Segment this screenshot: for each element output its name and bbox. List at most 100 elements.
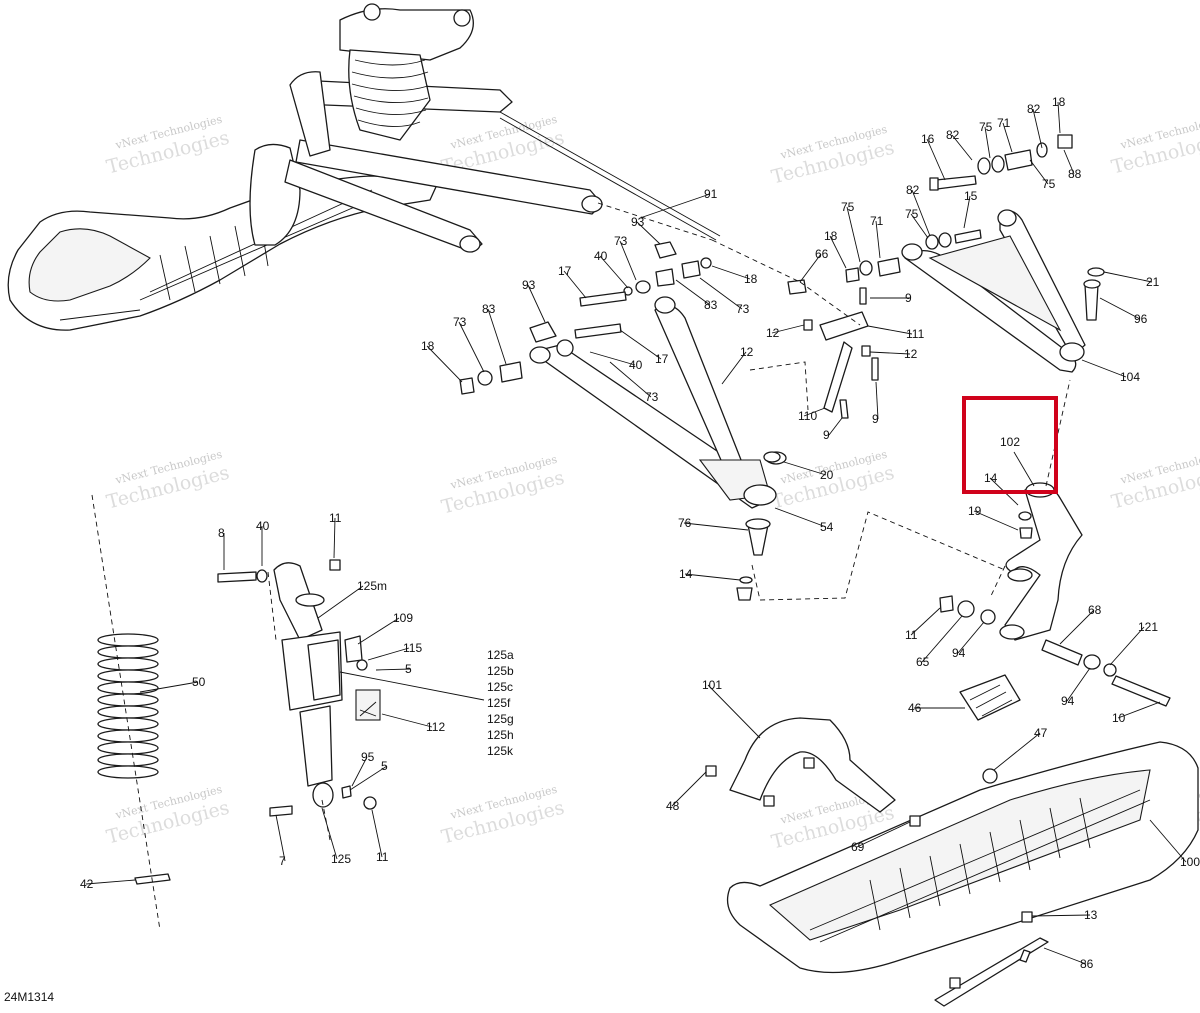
callout-75a[interactable]: 75 — [979, 120, 993, 134]
callout-10[interactable]: 10 — [1112, 711, 1126, 725]
shock-kit-item-125k[interactable]: 125k — [487, 744, 514, 758]
callout-50[interactable]: 50 — [192, 675, 206, 689]
callout-73a[interactable]: 73 — [614, 234, 628, 248]
callout-20[interactable]: 20 — [820, 468, 834, 482]
callout-7[interactable]: 7 — [279, 854, 286, 868]
callout-69[interactable]: 69 — [851, 840, 865, 854]
callout-12c[interactable]: 12 — [740, 345, 754, 359]
spring-coil — [97, 657, 159, 671]
leader-82b — [1032, 108, 1043, 149]
callout-14a[interactable]: 14 — [984, 471, 998, 485]
callout-40c[interactable]: 40 — [256, 519, 270, 533]
callout-82a[interactable]: 82 — [946, 128, 960, 142]
callout-76[interactable]: 76 — [678, 516, 692, 530]
leader-14b — [684, 573, 741, 581]
callout-75b[interactable]: 75 — [1042, 177, 1056, 191]
callout-125[interactable]: 125 — [331, 852, 351, 866]
leader-121 — [1109, 626, 1145, 666]
callout-73b[interactable]: 73 — [736, 302, 750, 316]
leader-50 — [139, 681, 199, 693]
callout-5a[interactable]: 5 — [405, 662, 412, 676]
callout-18c[interactable]: 18 — [744, 272, 758, 286]
callout-111[interactable]: 111 — [906, 327, 925, 341]
callout-14b[interactable]: 14 — [679, 567, 693, 581]
callout-121[interactable]: 121 — [1138, 620, 1158, 634]
callout-9a[interactable]: 9 — [905, 291, 912, 305]
callout-17b[interactable]: 17 — [655, 352, 669, 366]
callout-100[interactable]: 100 — [1180, 855, 1200, 869]
callout-102-highlighted[interactable]: 102 — [1000, 435, 1020, 449]
callout-40b[interactable]: 40 — [629, 358, 643, 372]
callout-48[interactable]: 48 — [666, 799, 680, 813]
callout-88[interactable]: 88 — [1068, 167, 1082, 181]
callout-21[interactable]: 21 — [1146, 275, 1160, 289]
callout-13[interactable]: 13 — [1084, 908, 1098, 922]
callout-71b[interactable]: 71 — [870, 214, 884, 228]
leader-73c — [458, 321, 485, 373]
callout-110[interactable]: 110 — [798, 409, 817, 423]
callout-75c[interactable]: 75 — [905, 207, 919, 221]
callout-8[interactable]: 8 — [218, 526, 225, 540]
callout-96[interactable]: 96 — [1134, 312, 1148, 326]
callout-83a[interactable]: 83 — [704, 298, 718, 312]
callout-47[interactable]: 47 — [1034, 726, 1048, 740]
callout-15[interactable]: 15 — [964, 189, 978, 203]
callout-101[interactable]: 101 — [702, 678, 722, 692]
leader-40b — [589, 351, 636, 366]
callout-82b[interactable]: 82 — [1027, 102, 1041, 116]
callout-11a[interactable]: 11 — [329, 511, 342, 525]
callout-5b[interactable]: 5 — [381, 759, 388, 773]
callout-75d[interactable]: 75 — [841, 200, 855, 214]
callout-11b[interactable]: 11 — [376, 850, 389, 864]
leader-11a — [333, 517, 336, 559]
callout-93b[interactable]: 93 — [522, 278, 536, 292]
callout-104[interactable]: 104 — [1120, 370, 1140, 384]
callout-19[interactable]: 19 — [968, 504, 982, 518]
callout-68[interactable]: 68 — [1088, 603, 1102, 617]
callout-91[interactable]: 91 — [704, 187, 718, 201]
callout-95[interactable]: 95 — [361, 750, 375, 764]
callout-66[interactable]: 66 — [815, 247, 829, 261]
callout-16[interactable]: 16 — [921, 132, 935, 146]
callout-12b[interactable]: 12 — [904, 347, 918, 361]
leader-19 — [973, 510, 1019, 531]
shock-kit-item-125h[interactable]: 125h — [487, 728, 514, 742]
callout-93a[interactable]: 93 — [631, 215, 645, 229]
callout-65[interactable]: 65 — [916, 655, 930, 669]
callout-115[interactable]: 115 — [403, 641, 422, 655]
callout-73c[interactable]: 73 — [453, 315, 467, 329]
callout-18a[interactable]: 18 — [1052, 95, 1066, 109]
callout-9b[interactable]: 9 — [823, 428, 830, 442]
callout-18d[interactable]: 18 — [421, 339, 435, 353]
callout-109[interactable]: 109 — [393, 611, 413, 625]
shock-kit-item-125b[interactable]: 125b — [487, 664, 514, 678]
callout-73d[interactable]: 73 — [645, 390, 659, 404]
callout-11c[interactable]: 11 — [905, 628, 918, 642]
callout-82c[interactable]: 82 — [906, 183, 920, 197]
leader-68 — [1059, 609, 1095, 645]
shock-kit-item-125c[interactable]: 125c — [487, 680, 513, 694]
callout-71a[interactable]: 71 — [997, 116, 1011, 130]
callout-86[interactable]: 86 — [1080, 957, 1094, 971]
callout-125m[interactable]: 125m — [357, 579, 387, 593]
callout-17a[interactable]: 17 — [558, 264, 572, 278]
shock-kit-item-125f[interactable]: 125f — [487, 696, 511, 710]
callout-12a[interactable]: 12 — [766, 326, 780, 340]
callout-83b[interactable]: 83 — [482, 302, 496, 316]
callout-112[interactable]: 112 — [426, 720, 445, 734]
leader-16 — [926, 138, 946, 181]
callout-94b[interactable]: 94 — [1061, 694, 1075, 708]
leader-66 — [799, 253, 822, 283]
callout-18b[interactable]: 18 — [824, 229, 838, 243]
shock-kit-item-125g[interactable]: 125g — [487, 712, 514, 726]
callout-42[interactable]: 42 — [80, 877, 94, 891]
callout-94a[interactable]: 94 — [952, 646, 966, 660]
leader-83b — [487, 308, 507, 365]
callout-40a[interactable]: 40 — [594, 249, 608, 263]
callout-9c[interactable]: 9 — [872, 412, 879, 426]
callout-54[interactable]: 54 — [820, 520, 834, 534]
callout-46[interactable]: 46 — [908, 701, 922, 715]
shock-kit-item-125a[interactable]: 125a — [487, 648, 514, 662]
